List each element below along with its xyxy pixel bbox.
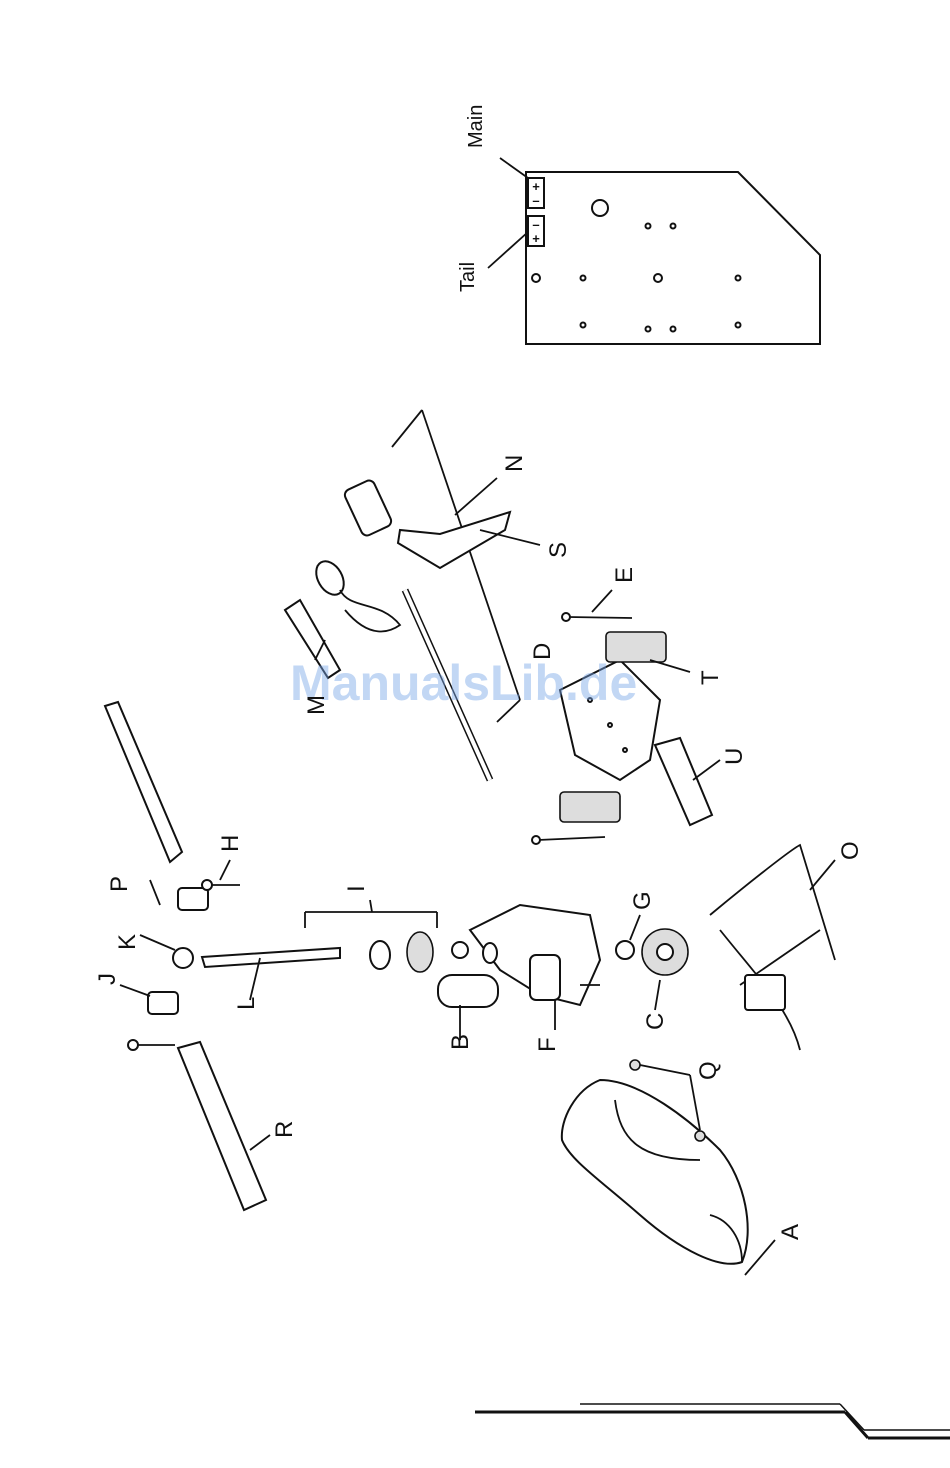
label-E: E: [611, 567, 638, 583]
canopy: [562, 1060, 775, 1275]
label-I: I: [343, 885, 370, 892]
label-O: O: [837, 841, 864, 860]
label-Q: Q: [695, 1061, 722, 1080]
main-plus: +: [532, 179, 540, 194]
control-board: + – – + Main Tail: [457, 105, 820, 344]
label-N: N: [501, 455, 528, 472]
label-L: L: [233, 997, 260, 1010]
label-H: H: [217, 835, 244, 852]
rotor-assembly: [105, 702, 498, 1210]
label-J: J: [94, 973, 121, 985]
label-B: B: [447, 1034, 474, 1050]
label-P: P: [106, 876, 133, 892]
label-U: U: [721, 748, 748, 765]
tail-label: Tail: [457, 262, 479, 292]
watermark: ManualsLib.de: [290, 655, 637, 711]
label-M: M: [303, 695, 330, 715]
label-F: F: [534, 1037, 561, 1052]
tail-minus: –: [532, 217, 539, 232]
label-S: S: [545, 542, 572, 558]
main-label: Main: [465, 105, 487, 148]
label-R: R: [271, 1121, 298, 1138]
label-C: C: [642, 1013, 669, 1030]
label-D: D: [529, 643, 556, 660]
label-T: T: [697, 670, 724, 685]
tail-plus: +: [532, 231, 540, 246]
main-minus: –: [532, 193, 539, 208]
footer-rule: [475, 1404, 950, 1438]
label-K: K: [114, 934, 141, 950]
label-A: A: [777, 1224, 804, 1240]
label-G: G: [629, 891, 656, 910]
